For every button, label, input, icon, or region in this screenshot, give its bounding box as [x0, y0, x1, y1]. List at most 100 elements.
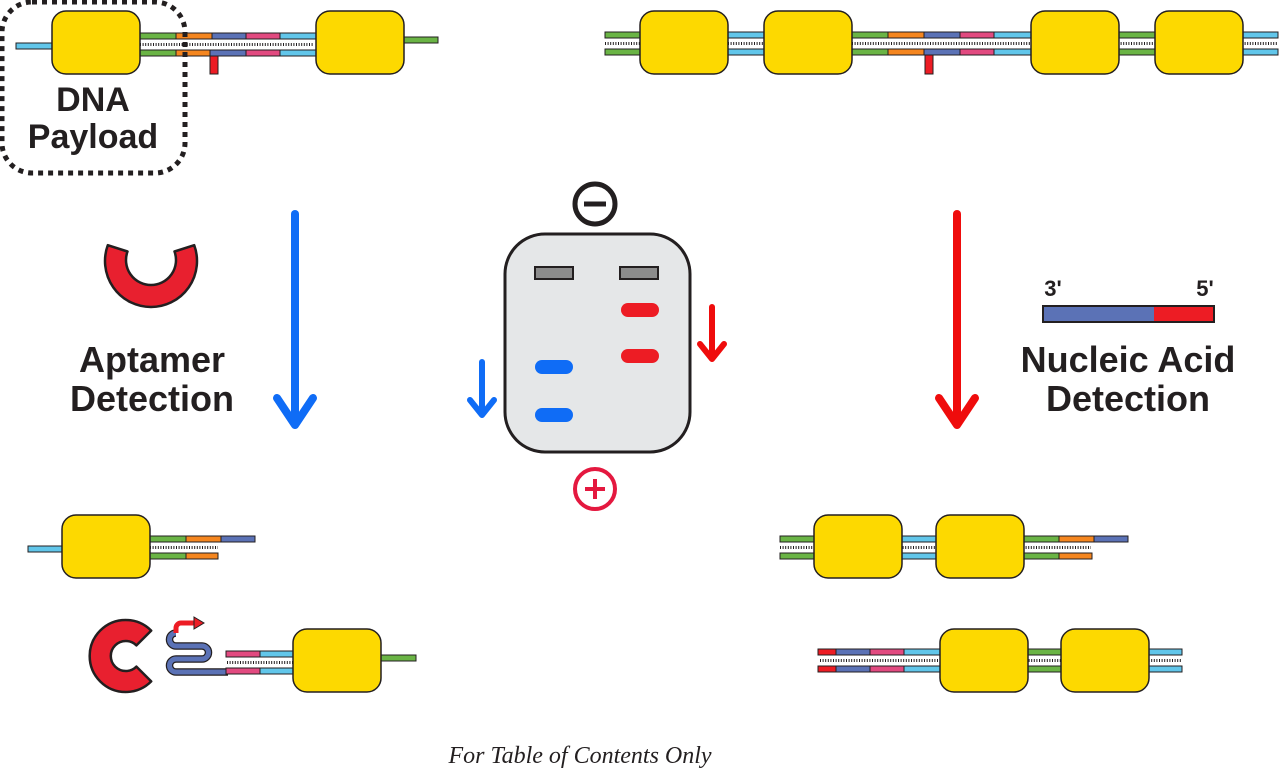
strand-segment-orange	[175, 32, 213, 40]
nucleic-label-line1: Nucleic Acid	[1021, 339, 1236, 380]
gel-red-arrowhead	[697, 341, 727, 362]
strand-segment-slate	[1093, 535, 1129, 543]
strand-segment-cyan	[903, 648, 943, 656]
strand-segment-orange	[1058, 535, 1095, 543]
strand-segment-green	[401, 36, 439, 44]
bead	[639, 10, 729, 75]
strand-segment-orange	[175, 49, 211, 57]
bead	[61, 514, 151, 579]
strand-segment-green	[604, 48, 642, 56]
strand-segment-cyan	[993, 48, 1033, 56]
strand-segment-green	[137, 32, 177, 40]
strand-segment-green	[379, 654, 417, 662]
strand-segment-pink	[225, 650, 261, 658]
strand-segment-green	[1025, 648, 1065, 656]
bead	[935, 514, 1025, 579]
strand-segment-pink	[245, 49, 281, 57]
strand-segment-cyan	[727, 31, 767, 39]
aptamer-icon-bound	[88, 618, 153, 694]
strand-segment-orange	[185, 535, 222, 543]
strand-segment-orange	[887, 31, 925, 39]
strand-segment-orange	[185, 552, 219, 560]
strand-segment-cyan	[1241, 48, 1279, 56]
bead-payload	[51, 10, 141, 75]
strand-segment-cyan	[279, 49, 317, 57]
payload-dotted-outline	[0, 0, 188, 176]
gel-band-red	[621, 349, 659, 363]
strand-segment-red	[817, 648, 837, 656]
strand-segment-slate	[209, 49, 247, 57]
bead	[1154, 10, 1244, 75]
strand-segment-green	[851, 31, 889, 39]
strand-segment-cyan	[727, 48, 767, 56]
gel-slab	[503, 232, 692, 454]
construct-bottom-right-1	[779, 514, 1129, 579]
strand-segment-slate	[220, 535, 256, 543]
footer-caption: For Table of Contents Only	[447, 743, 711, 769]
probe-3prime-label: 3'	[1044, 276, 1061, 301]
strand-segment-slate	[211, 32, 247, 40]
strand-flap-red	[924, 54, 934, 75]
bead	[315, 10, 405, 75]
gel-well-left	[534, 266, 574, 280]
strand-segment-cyan	[903, 665, 943, 673]
bead	[1060, 628, 1150, 693]
strand-segment-orange	[1058, 552, 1093, 560]
construct-top-right	[604, 10, 1279, 75]
strand-segment-green	[1117, 31, 1157, 39]
aptamer-icon	[103, 243, 199, 309]
construct-top-left: DNA Payload	[0, 0, 439, 176]
bead	[939, 628, 1029, 693]
strand-segment-green	[1025, 665, 1065, 673]
probe-strand-red	[1154, 306, 1214, 322]
strand-segment-pink	[869, 648, 905, 656]
bead	[1030, 10, 1120, 75]
strand-segment-cyan	[899, 552, 937, 560]
construct-bottom-right-2	[817, 628, 1183, 693]
strand-segment-slate	[835, 665, 871, 673]
gel-band-blue	[535, 408, 573, 422]
construct-bottom-left-2	[88, 616, 417, 694]
blue-arrow-head	[273, 394, 317, 429]
strand-segment-green	[1117, 48, 1157, 56]
strand-segment-green	[779, 552, 817, 560]
strand-segment-slate	[923, 31, 961, 39]
probe-strand-outline	[1042, 305, 1215, 323]
strand-segment-slate	[835, 648, 871, 656]
strand-segment-green	[604, 31, 642, 39]
nucleic-acid-section: 3' 5' Nucleic Acid Detection	[935, 210, 1236, 429]
bead	[292, 628, 382, 693]
strand-segment-pink	[959, 31, 995, 39]
construct-bottom-left-1	[27, 514, 256, 579]
strand-segment-green	[1021, 535, 1060, 543]
strand-segment-cyan	[259, 650, 296, 658]
aptamer-section: Aptamer Detection	[70, 210, 317, 429]
strand-segment-cyan	[1145, 648, 1183, 656]
gel-band-blue	[535, 360, 573, 374]
payload-label-line2: Payload	[28, 118, 158, 156]
strand-segment-cyan	[993, 31, 1033, 39]
strand-segment-green	[1021, 552, 1060, 560]
strand-segment-cyan	[279, 32, 317, 40]
folded-aptamer-strand	[167, 630, 228, 675]
nucleic-label-line2: Detection	[1046, 378, 1210, 419]
bead	[763, 10, 853, 75]
strand-segment-green	[137, 49, 177, 57]
strand-segment-cyan	[1241, 31, 1279, 39]
aptamer-label-line2: Detection	[70, 378, 234, 419]
strand-segment-pink	[959, 48, 995, 56]
probe-5prime-label: 5'	[1196, 276, 1213, 301]
strand-segment-cyan	[27, 545, 65, 553]
aptamer-tail-arrowhead-icon	[193, 616, 205, 630]
strand-segment-orange	[887, 48, 925, 56]
strand-segment-green	[851, 48, 889, 56]
strand-segment-pink	[245, 32, 281, 40]
gel-electrophoresis	[467, 181, 727, 511]
strand-segment-cyan	[259, 667, 296, 675]
gel-blue-arrowhead	[467, 397, 497, 418]
red-arrow-head	[935, 394, 979, 429]
strand-segment-green	[148, 552, 187, 560]
strand-segment-red	[817, 665, 837, 673]
payload-label-line1: DNA	[56, 81, 130, 119]
